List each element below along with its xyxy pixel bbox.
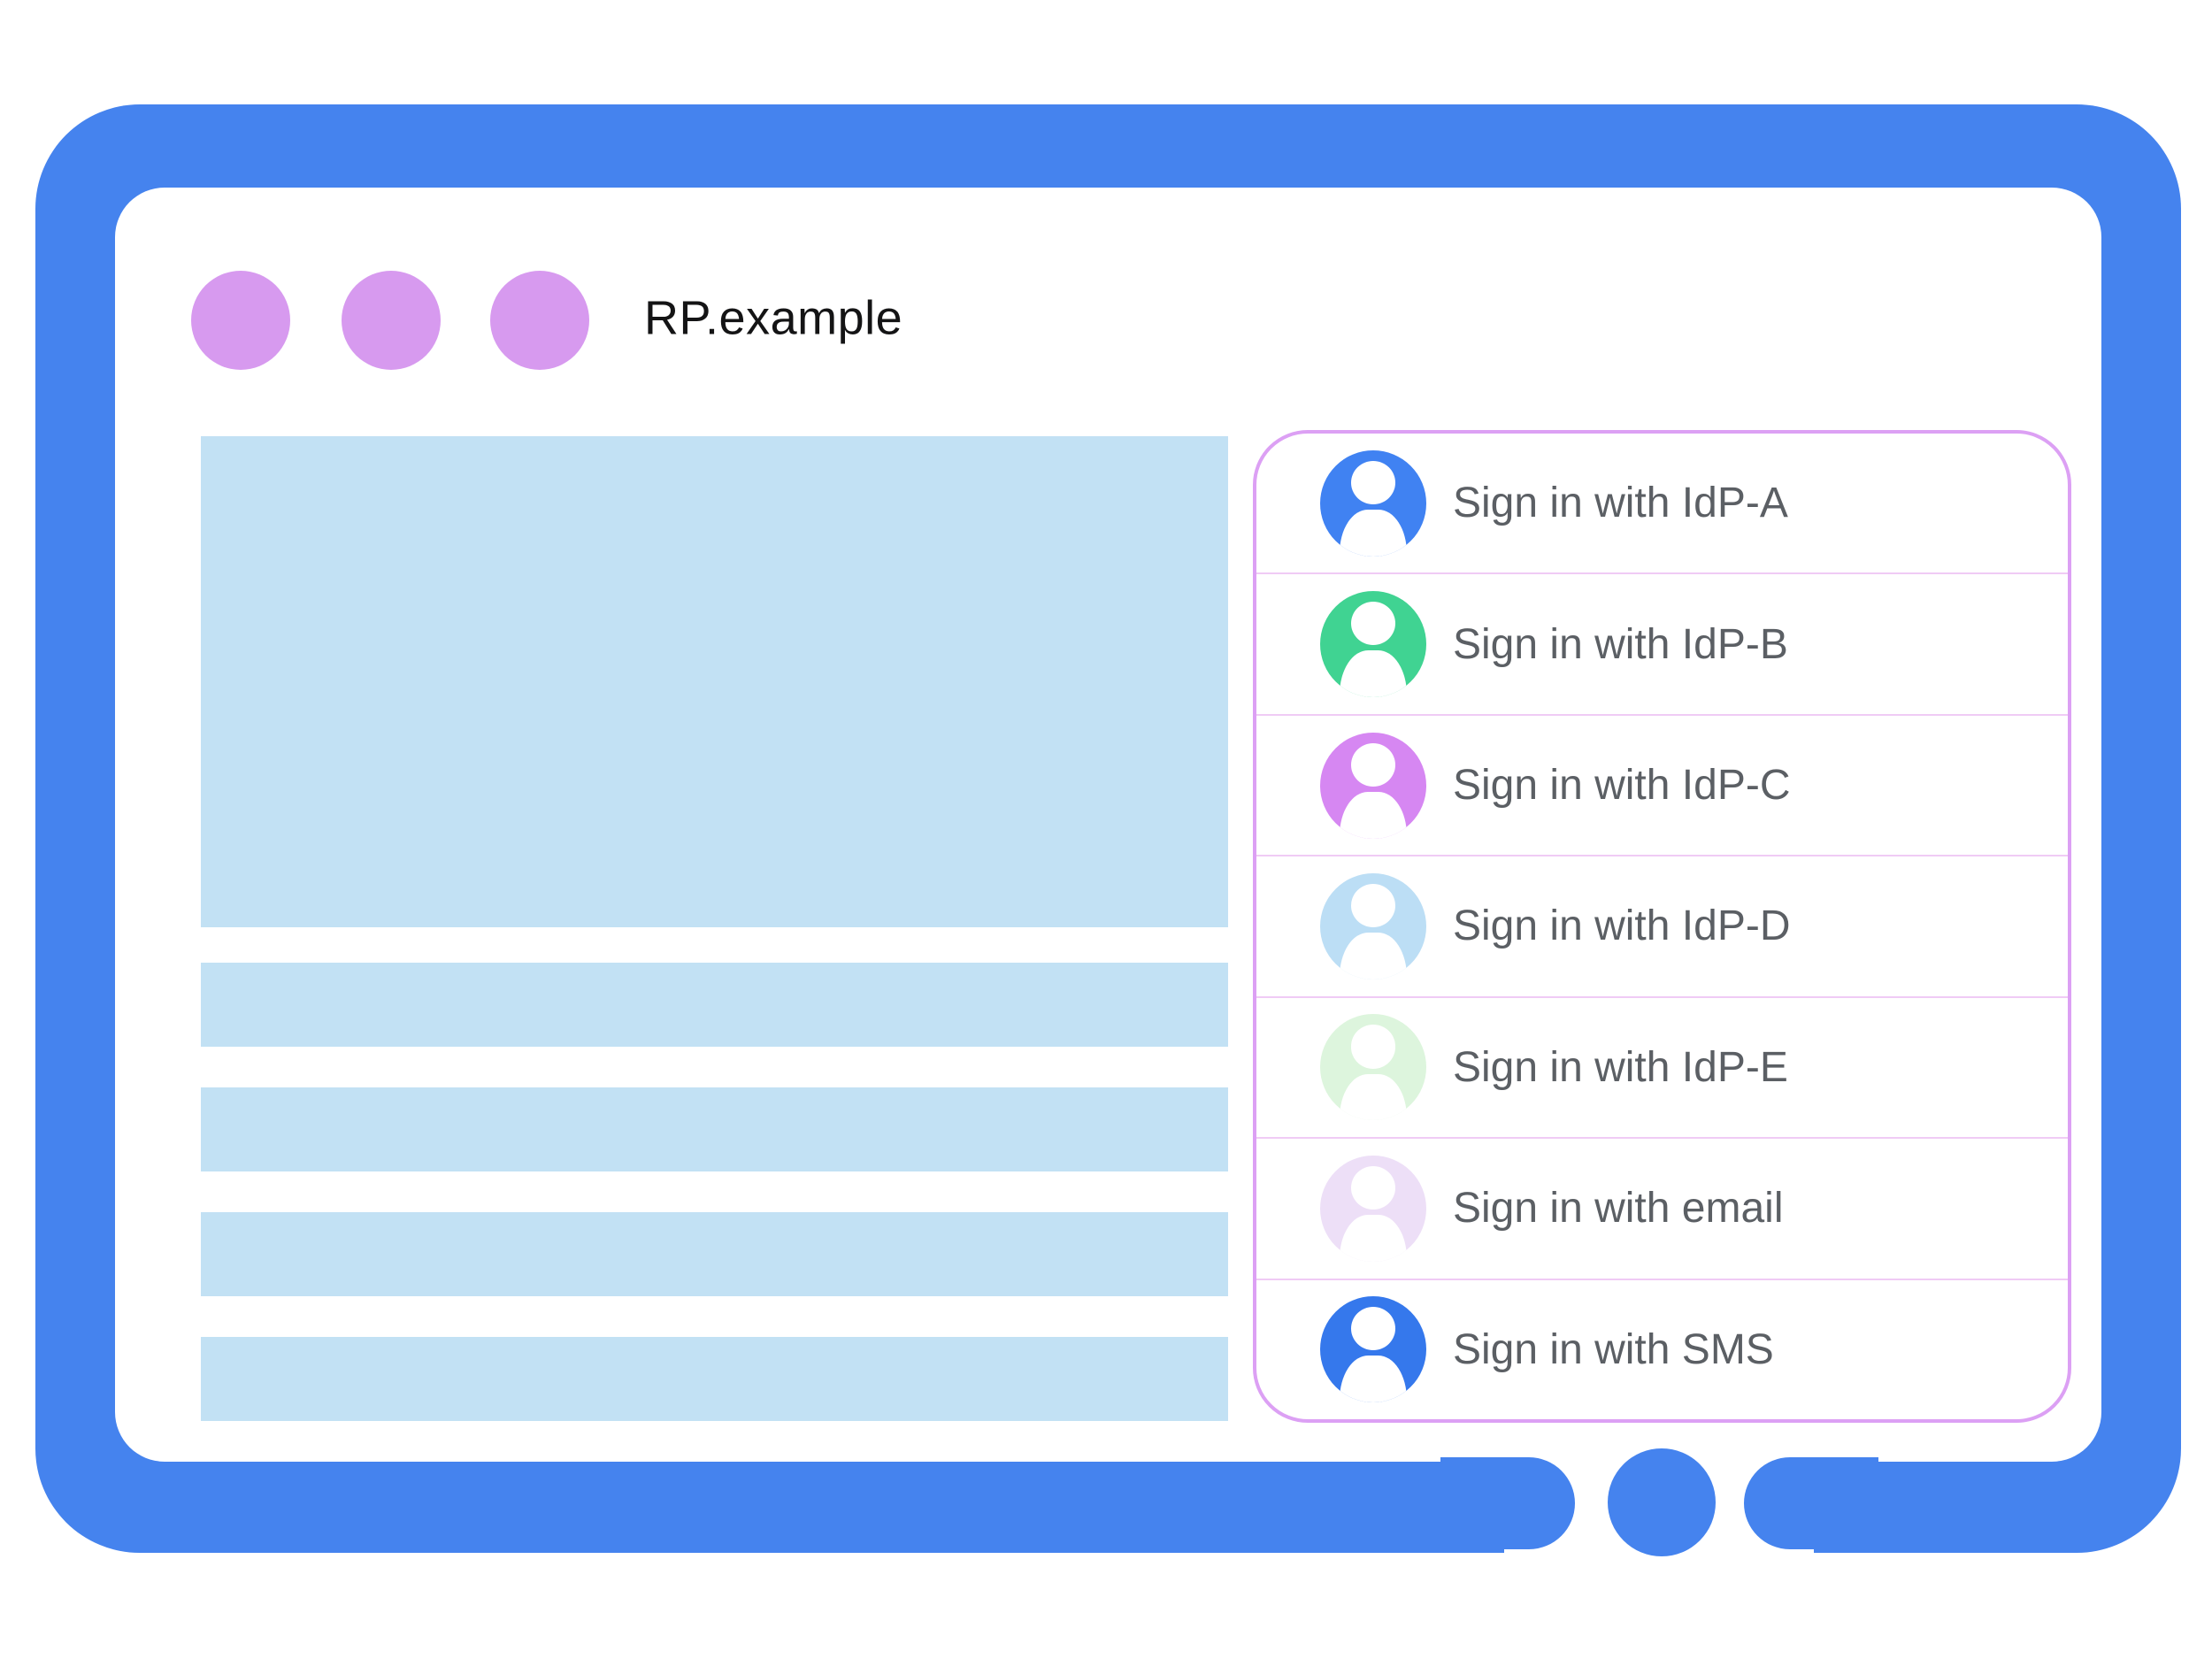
person-icon: [1320, 1014, 1426, 1121]
signin-option-label: Sign in with IdP-E: [1453, 1043, 1788, 1091]
page-title: RP.example: [644, 291, 903, 345]
signin-option-idp-e[interactable]: Sign in with IdP-E: [1256, 998, 2068, 1140]
signin-option-sms[interactable]: Sign in with SMS: [1256, 1280, 2068, 1419]
content-placeholder-block: [201, 436, 1228, 927]
person-icon: [1320, 732, 1426, 839]
person-icon: [1320, 872, 1426, 979]
content-placeholder-bar: [201, 1212, 1228, 1296]
signin-option-idp-d[interactable]: Sign in with IdP-D: [1256, 856, 2068, 998]
window-control-dot-icon: [342, 271, 441, 370]
bezel-cap-left: [1440, 1457, 1575, 1549]
window-control-dot-icon: [191, 271, 290, 370]
signin-option-label: Sign in with SMS: [1453, 1325, 1774, 1373]
content-placeholder-bar: [201, 963, 1228, 1047]
window-control-dot-icon: [490, 271, 589, 370]
signin-option-label: Sign in with email: [1453, 1185, 1784, 1233]
signin-option-label: Sign in with IdP-D: [1453, 902, 1791, 950]
content-placeholder-bar: [201, 1087, 1228, 1171]
signin-option-label: Sign in with IdP-C: [1453, 762, 1791, 810]
content-placeholder-bar: [201, 1337, 1228, 1421]
person-icon: [1320, 1296, 1426, 1403]
person-icon: [1320, 591, 1426, 698]
signin-option-email[interactable]: Sign in with email: [1256, 1139, 2068, 1280]
signin-option-idp-a[interactable]: Sign in with IdP-A: [1256, 434, 2068, 575]
bezel-cap-right: [1744, 1457, 1878, 1549]
signin-option-label: Sign in with IdP-B: [1453, 620, 1788, 668]
signin-option-idp-b[interactable]: Sign in with IdP-B: [1256, 574, 2068, 716]
person-icon: [1320, 1155, 1426, 1262]
signin-option-label: Sign in with IdP-A: [1453, 480, 1788, 527]
signin-chooser-panel: Sign in with IdP-A Sign in with IdP-B Si…: [1253, 430, 2071, 1423]
person-icon: [1320, 449, 1426, 557]
home-button-icon: [1608, 1448, 1716, 1556]
signin-option-idp-c[interactable]: Sign in with IdP-C: [1256, 716, 2068, 857]
